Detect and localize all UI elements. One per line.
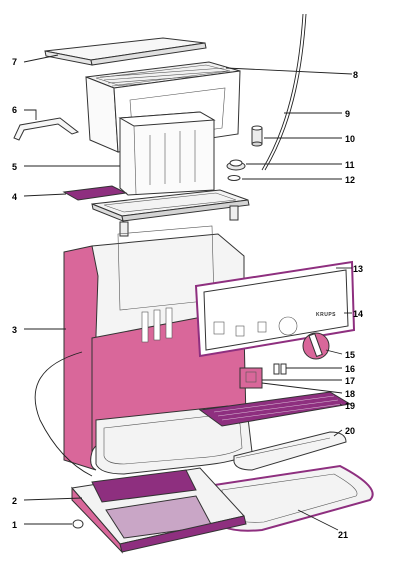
part-14-control-panel: KRUPS bbox=[203, 269, 349, 351]
part-5-water-tank bbox=[118, 111, 216, 196]
callout-21: 21 bbox=[338, 530, 348, 540]
part-6-handle bbox=[13, 117, 80, 141]
part-7-top-lid bbox=[44, 37, 207, 66]
callout-19: 19 bbox=[345, 401, 355, 411]
part-15-knob bbox=[302, 332, 330, 360]
part-4-filter bbox=[62, 185, 128, 201]
power-cable bbox=[34, 351, 93, 477]
part-12-ring bbox=[227, 175, 241, 181]
callout-18: 18 bbox=[345, 389, 355, 399]
callouts: 7 8 6 9 10 5 11 12 4 13 3 14 15 16 17 18… bbox=[12, 57, 363, 540]
callout-10: 10 bbox=[345, 134, 355, 144]
part-1-foot bbox=[72, 519, 84, 529]
part-17-18-switch-block bbox=[239, 367, 263, 389]
part-2-base bbox=[71, 467, 247, 554]
brand-label: KRUPS bbox=[316, 312, 336, 318]
callout-2: 2 bbox=[12, 496, 17, 506]
callout-5: 5 bbox=[12, 162, 17, 172]
callout-16: 16 bbox=[345, 364, 355, 374]
callout-13: 13 bbox=[353, 264, 363, 274]
part-11-valve bbox=[226, 159, 246, 171]
callout-20: 20 bbox=[345, 426, 355, 436]
part-16-switch bbox=[273, 363, 287, 375]
callout-8: 8 bbox=[353, 70, 358, 80]
part-10-connector bbox=[251, 125, 263, 147]
callout-11: 11 bbox=[345, 160, 355, 170]
callout-6: 6 bbox=[12, 105, 17, 115]
leader-lines bbox=[23, 54, 353, 531]
part-9-tube bbox=[261, 13, 304, 171]
part-20-drip-channel bbox=[233, 431, 347, 471]
callout-14: 14 bbox=[353, 309, 363, 319]
callout-1: 1 bbox=[12, 520, 17, 530]
part-3-housing bbox=[63, 225, 253, 475]
callout-15: 15 bbox=[345, 350, 355, 360]
callout-7: 7 bbox=[12, 57, 17, 67]
callout-12: 12 bbox=[345, 175, 355, 185]
part-4-frame bbox=[91, 189, 250, 237]
callout-4: 4 bbox=[12, 192, 17, 202]
callout-3: 3 bbox=[12, 325, 17, 335]
callout-9: 9 bbox=[345, 109, 350, 119]
part-19-cup-grate bbox=[198, 391, 352, 427]
callout-17: 17 bbox=[345, 376, 355, 386]
